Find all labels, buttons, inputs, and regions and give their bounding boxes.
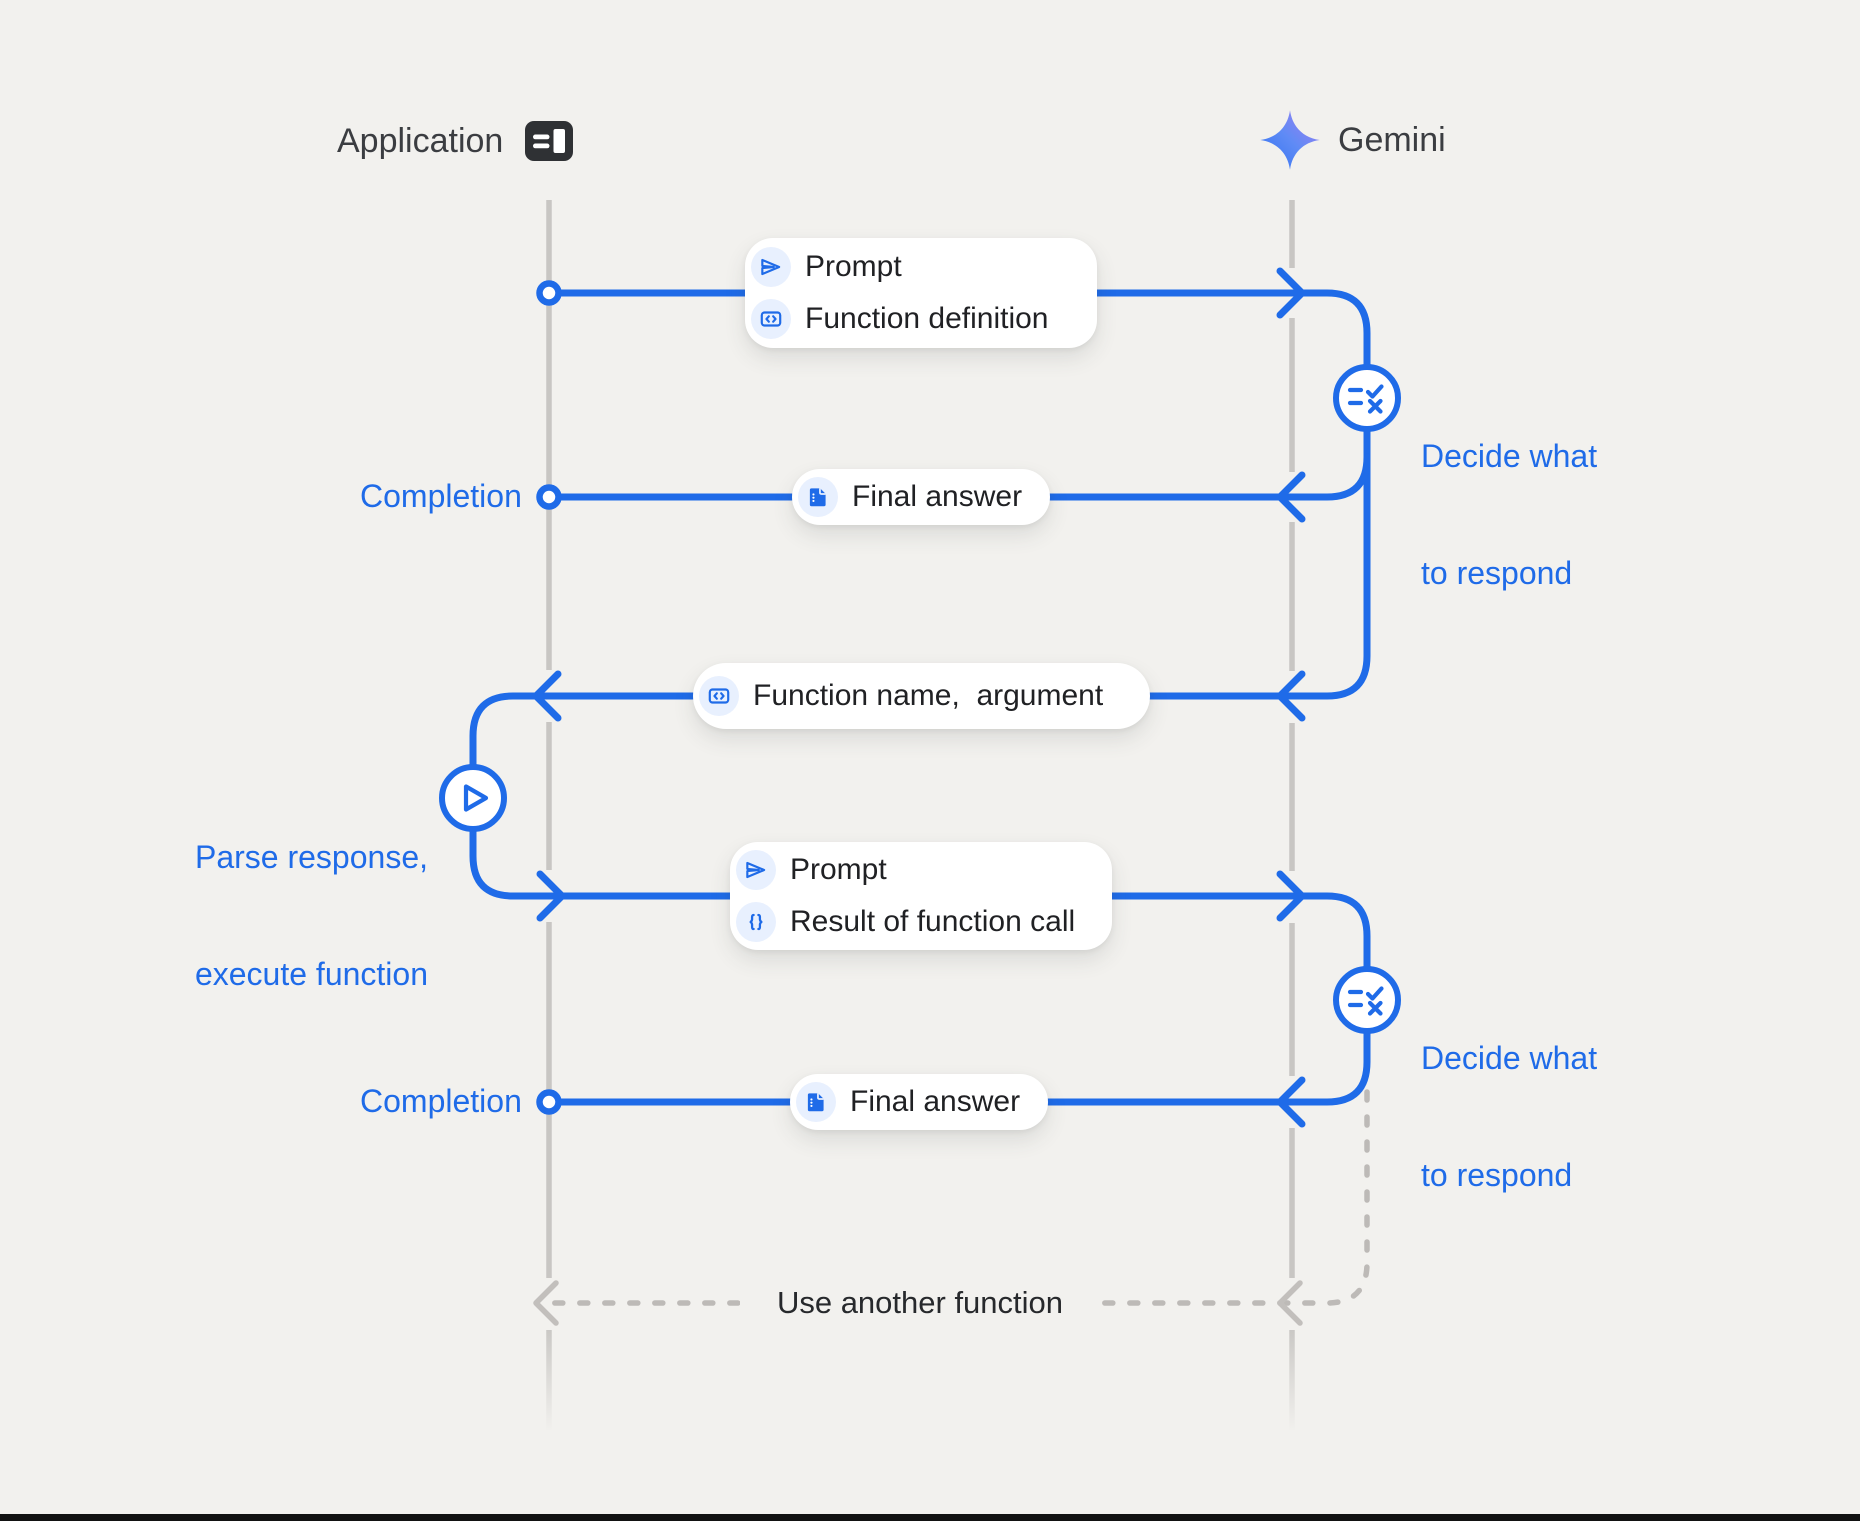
completion-label-2: Completion	[360, 1083, 522, 1119]
decide-node-2	[1333, 966, 1401, 1034]
message-row: Function name, argument	[699, 670, 1150, 722]
decide-node-1	[1333, 364, 1401, 432]
use-another-function-label: Use another function	[740, 1283, 1100, 1323]
message-label: Prompt	[805, 250, 902, 283]
message-row: Function definition	[751, 293, 1097, 345]
application-label: Application	[337, 122, 504, 160]
decide-label-line: Decide what	[1421, 438, 1598, 474]
message-row: Prompt	[751, 241, 1097, 293]
arrowhead-left-final1	[1276, 471, 1306, 523]
end-node-completion1	[536, 484, 562, 510]
use-another-function-dashed-line	[540, 1089, 1370, 1306]
arrowhead-left-funccall-application	[532, 670, 562, 722]
decide-icon-2	[1347, 986, 1384, 1016]
app-window-icon	[525, 121, 574, 161]
send-icon	[751, 247, 791, 287]
code-icon	[751, 299, 791, 339]
document-icon	[796, 1082, 836, 1122]
arrowhead-left-funccall-gemini	[1276, 670, 1306, 722]
message-label: Function definition	[805, 302, 1049, 335]
message-prompt-result: Prompt Result of function call	[730, 842, 1112, 950]
completion-label-1: Completion	[360, 478, 522, 514]
parse-label: Parse response, execute function	[195, 760, 428, 1072]
start-node-prompt1	[536, 280, 562, 306]
message-final-answer-1: Final answer	[792, 469, 1050, 525]
message-label: Result of function call	[790, 905, 1076, 938]
play-icon	[463, 784, 489, 812]
wire-prompt-to-gemini	[557, 289, 1371, 371]
dashed-arrowhead-left-application	[533, 1280, 559, 1326]
actor-gemini: Gemini	[1259, 109, 1446, 171]
code-icon	[699, 676, 739, 716]
message-label: Prompt	[790, 853, 887, 886]
send-icon	[736, 850, 776, 890]
message-function-name-argument: Function name, argument	[693, 663, 1150, 729]
decide-label-2: Decide what to respond	[1421, 961, 1597, 1273]
message-row: Result of function call	[736, 896, 1112, 948]
message-row: Prompt	[736, 844, 1112, 896]
parse-label-line: Parse response,	[194, 839, 428, 875]
message-prompt-function-definition: Prompt Function definition	[745, 238, 1097, 348]
parse-node	[439, 764, 507, 832]
arrowhead-left-final2	[1276, 1076, 1306, 1128]
dashed-arrowhead-left-gemini	[1277, 1280, 1303, 1326]
message-label: Final answer	[852, 480, 1023, 513]
gemini-label: Gemini	[1338, 121, 1446, 159]
message-label: Final answer	[850, 1085, 1021, 1118]
message-row: Final answer	[796, 1076, 1048, 1128]
wire-decide2-to-final-answer2	[557, 1027, 1371, 1106]
wire-decide1-to-final-answer1	[557, 453, 1371, 501]
document-icon	[798, 477, 838, 517]
decide-label-line: to respond	[1421, 555, 1573, 591]
bottom-edge-bar	[0, 1514, 1860, 1521]
arrowhead-right-prompt1	[1276, 267, 1306, 319]
decide-icon-1	[1347, 384, 1384, 414]
decide-label-line: Decide what	[1421, 1040, 1598, 1076]
braces-icon	[736, 902, 776, 942]
actor-application: Application	[337, 110, 574, 172]
decide-label-line: to respond	[1421, 1157, 1573, 1193]
parse-label-line: execute function	[194, 956, 428, 992]
message-final-answer-2: Final answer	[790, 1074, 1048, 1130]
gemini-star-icon	[1260, 110, 1320, 170]
arrowhead-right-prompt2-application	[536, 870, 566, 922]
message-row: Final answer	[798, 471, 1050, 523]
arrowhead-right-prompt2-gemini	[1276, 870, 1306, 922]
decide-label-1: Decide what to respond	[1421, 359, 1597, 671]
message-label: Function name, argument	[753, 679, 1104, 712]
end-node-completion2	[536, 1089, 562, 1115]
